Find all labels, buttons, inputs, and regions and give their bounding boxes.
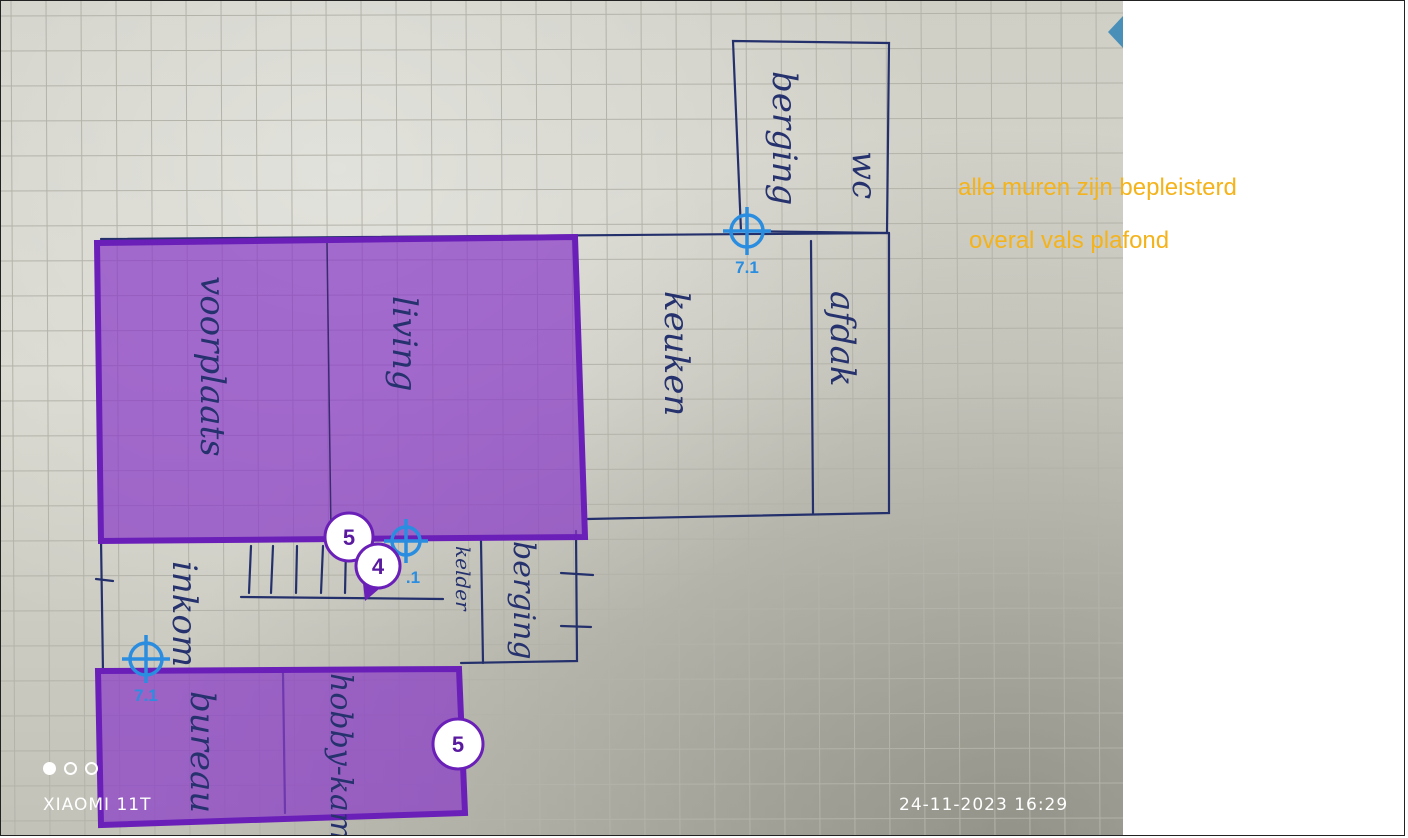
label-wc: wc (844, 151, 884, 199)
label-bureau: bureau (182, 691, 222, 813)
label-berging-top: berging (764, 71, 804, 205)
label-keuken: keuken (656, 291, 696, 416)
floorplan-drawing: berging wc keuken afdak inkom kelder ber… (1, 1, 1123, 836)
badge-marker[interactable]: 4 (354, 542, 402, 601)
label-voorplaats: voorplaats (192, 276, 232, 457)
badge-marker[interactable]: 5 (431, 717, 485, 771)
badge-number: 4 (372, 554, 385, 579)
zone-bureau-hobbykamer[interactable]: bureau hobby-kamer (94, 665, 469, 836)
target-marker-icon[interactable]: 7.1 (122, 635, 170, 705)
target-marker-icon[interactable]: .1 (384, 519, 428, 587)
label-berging-bottom: berging (506, 541, 541, 660)
badge-number: 5 (452, 732, 464, 757)
marker-label: 7.1 (735, 258, 759, 277)
zone-voorplaats-living[interactable]: voorplaats living (93, 233, 589, 545)
photo-timestamp: 24-11-2023 16:29 (899, 795, 1069, 815)
floorplan-photo: berging wc keuken afdak inkom kelder ber… (1, 1, 1123, 836)
page-indicator (43, 762, 98, 775)
badge-number: 5 (343, 525, 355, 550)
page-dot-active[interactable] (43, 762, 56, 775)
collapse-handle-icon[interactable] (1108, 16, 1123, 48)
label-kelder: kelder (451, 546, 475, 612)
label-hobby-kamer: hobby-kamer (323, 673, 358, 836)
annotation-note-ceiling[interactable]: overal vals plafond (969, 227, 1170, 254)
marker-label: .1 (406, 568, 420, 587)
label-living: living (384, 296, 424, 392)
page-dot[interactable] (64, 762, 77, 775)
page-dot[interactable] (85, 762, 98, 775)
annotation-note-walls[interactable]: alle muren zijn bepleisterd (958, 174, 1237, 201)
device-watermark: XIAOMI 11T (43, 795, 152, 815)
target-marker-icon[interactable]: 7.1 (723, 207, 771, 277)
label-inkom: inkom (164, 561, 204, 667)
label-afdak: afdak (822, 291, 862, 387)
badge-marker[interactable]: 5 (323, 511, 375, 563)
marker-label: 7.1 (134, 686, 158, 705)
